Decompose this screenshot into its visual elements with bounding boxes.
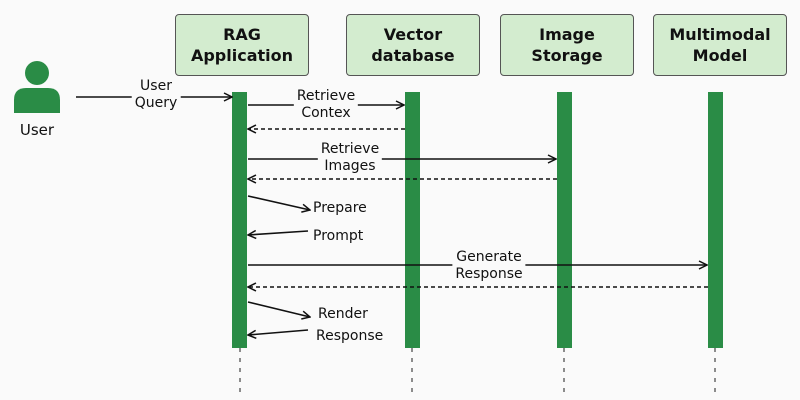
user-icon xyxy=(14,61,60,113)
arrow-prepare xyxy=(247,195,310,210)
arrow-render xyxy=(247,301,310,317)
label-response: Response xyxy=(316,328,384,344)
participant-multimodal-model: Multimodal Model xyxy=(653,14,787,76)
lifelines xyxy=(239,348,716,392)
activation-bar-vector xyxy=(405,92,420,348)
label-render: Render xyxy=(318,306,368,322)
participant-rag-application: RAG Application xyxy=(175,14,309,76)
actor-user-label: User xyxy=(19,121,55,139)
label-user-query: User Query xyxy=(131,78,181,112)
activation-bar-image xyxy=(557,92,572,348)
label-prepare: Prepare xyxy=(313,200,367,216)
arrow-response xyxy=(248,329,309,335)
label-generate-response: Generate Response xyxy=(452,249,526,283)
activation-bar-rag xyxy=(232,92,247,348)
message-arrows xyxy=(76,97,708,335)
label-retrieve-context: Retrieve Contex xyxy=(293,88,359,122)
participant-image-storage: Image Storage xyxy=(500,14,634,76)
arrow-prompt xyxy=(248,231,309,235)
label-retrieve-images: Retrieve Images xyxy=(317,141,383,175)
activation-bars xyxy=(232,92,723,348)
participant-vector-database: Vector database xyxy=(346,14,480,76)
activation-bar-model xyxy=(708,92,723,348)
label-prompt: Prompt xyxy=(313,228,364,244)
